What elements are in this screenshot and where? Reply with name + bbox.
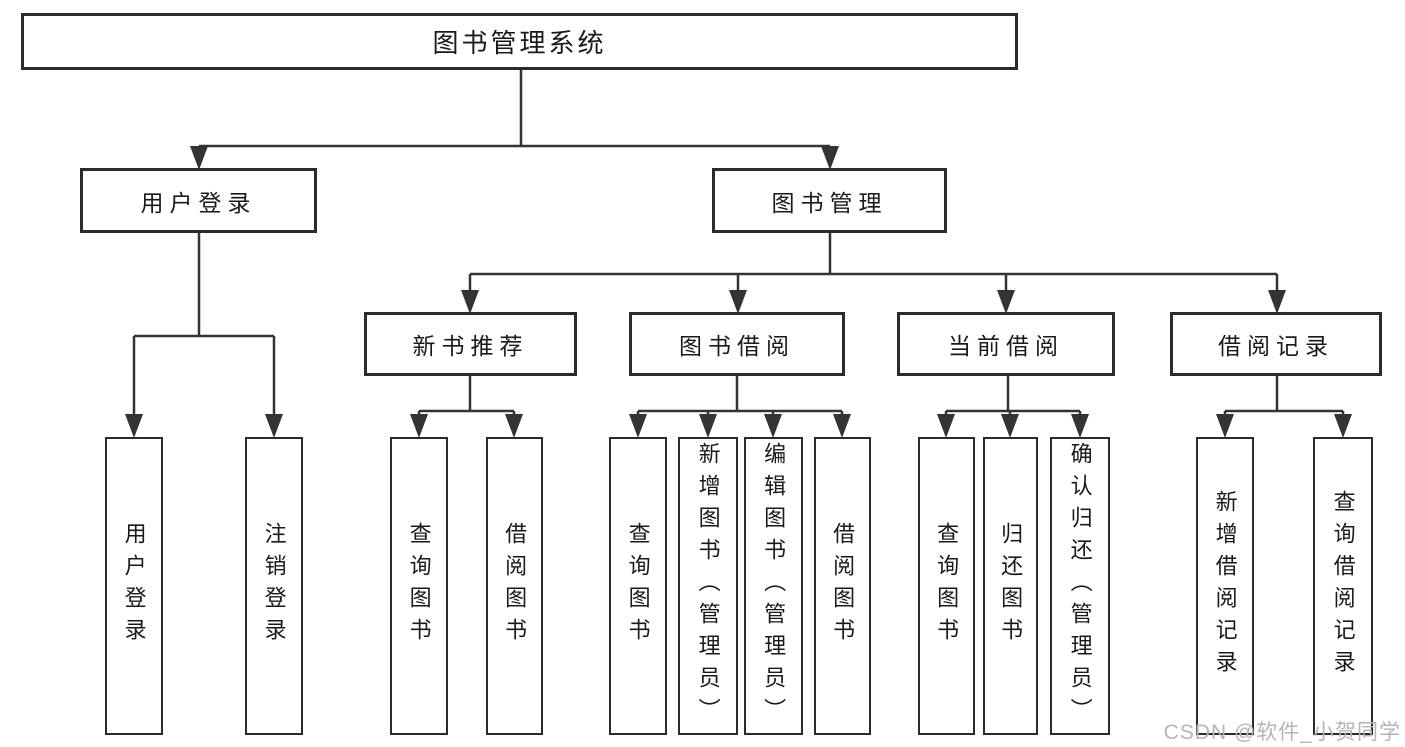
node-current-borrowing: 当前借阅 xyxy=(897,312,1115,376)
node-label: 查询图书 xyxy=(934,522,960,650)
node-label: 借阅记录 xyxy=(1218,333,1334,359)
leaf-add-books-admin: 新增图书（管理员） xyxy=(678,437,738,735)
leaf-logout: 注销登录 xyxy=(245,437,303,735)
node-book-borrowing: 图书借阅 xyxy=(629,312,845,376)
node-label: 新书推荐 xyxy=(412,333,529,359)
node-label: 新增图书（管理员） xyxy=(695,442,721,730)
node-label: 归还图书 xyxy=(998,522,1024,650)
node-label: 查询图书 xyxy=(625,522,651,650)
node-label: 借阅图书 xyxy=(502,522,528,650)
leaf-query-books-current: 查询图书 xyxy=(918,437,975,735)
node-label: 用户登录 xyxy=(121,522,147,650)
leaf-query-books-borrow: 查询图书 xyxy=(609,437,667,735)
node-label: 编辑图书（管理员） xyxy=(761,442,787,730)
node-label: 用户登录 xyxy=(140,189,257,216)
node-book-management: 图书管理 xyxy=(712,168,947,233)
leaf-query-books-recommend: 查询图书 xyxy=(390,437,448,735)
node-user-login: 用户登录 xyxy=(80,168,317,233)
node-new-book-recommend: 新书推荐 xyxy=(364,312,577,376)
node-label: 图书借阅 xyxy=(679,333,795,359)
leaf-query-borrow-record: 查询借阅记录 xyxy=(1313,437,1373,735)
node-label: 确认归还（管理员） xyxy=(1067,442,1093,730)
node-label: 图书管理 xyxy=(771,189,888,216)
leaf-borrow-books-recommend: 借阅图书 xyxy=(486,437,543,735)
node-label: 查询图书 xyxy=(406,522,432,650)
leaf-borrow-books: 借阅图书 xyxy=(814,437,871,735)
node-label: 注销登录 xyxy=(261,522,287,650)
node-label: 图书管理系统 xyxy=(432,28,607,58)
leaf-add-borrow-record: 新增借阅记录 xyxy=(1196,437,1254,735)
arrowhead-icons xyxy=(125,146,1352,438)
leaf-user-login: 用户登录 xyxy=(105,437,163,735)
leaf-edit-books-admin: 编辑图书（管理员） xyxy=(744,437,803,735)
leaf-return-books: 归还图书 xyxy=(983,437,1038,735)
node-library-system: 图书管理系统 xyxy=(21,13,1018,70)
csdn-watermark: CSDN @软件_小贺同学 xyxy=(1163,721,1401,744)
leaf-confirm-return-admin: 确认归还（管理员） xyxy=(1050,437,1110,735)
node-label: 查询借阅记录 xyxy=(1330,490,1356,682)
node-label: 借阅图书 xyxy=(830,522,856,650)
node-borrowing-records: 借阅记录 xyxy=(1170,312,1382,376)
node-label: 当前借阅 xyxy=(948,333,1064,359)
node-label: 新增借阅记录 xyxy=(1212,490,1238,682)
